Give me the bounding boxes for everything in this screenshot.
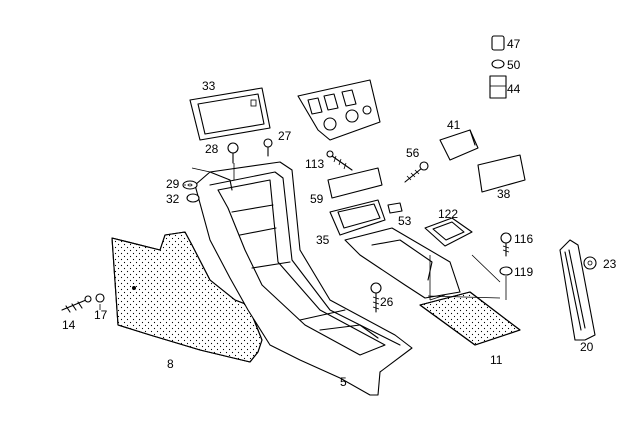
callout-8: 8 (167, 357, 174, 371)
callout-32: 32 (166, 192, 180, 206)
callout-56: 56 (406, 146, 420, 160)
plug-part (387, 202, 403, 214)
callout-44: 44 (507, 82, 521, 96)
callout-122: 122 (438, 207, 458, 221)
callout-41: 41 (447, 118, 461, 132)
bolt-28-part (227, 142, 239, 164)
callout-50: 50 (507, 58, 521, 72)
callout-113: 113 (305, 157, 324, 171)
callout-11: 11 (490, 353, 503, 367)
frame-part (189, 87, 271, 141)
floor-mat-part (419, 291, 521, 346)
callout-119: 119 (514, 265, 533, 279)
bulb-socket-part (491, 35, 505, 51)
callout-116: 116 (514, 232, 533, 246)
callout-38: 38 (497, 187, 511, 201)
washer-29-part (182, 180, 198, 190)
callout-20: 20 (580, 340, 594, 354)
shift-boot-part (424, 217, 473, 247)
callout-59: 59 (310, 192, 324, 206)
callout-35: 35 (316, 233, 330, 247)
sill-trim-part (559, 239, 596, 341)
callout-14: 14 (62, 318, 76, 332)
screw-26-part (370, 282, 382, 313)
callout-33: 33 (202, 79, 216, 93)
cup-holder-part (329, 199, 386, 236)
nut-32-part (186, 193, 200, 203)
switch-block-part (439, 129, 479, 161)
switch-panel-part (297, 79, 381, 141)
screw-116-part (500, 232, 512, 257)
bulb-holder-part (489, 75, 507, 99)
button-cap-part (583, 256, 597, 270)
screw-27-part (263, 138, 273, 157)
callout-28: 28 (205, 142, 219, 156)
clip-119-part (499, 266, 513, 276)
callout-27: 27 (278, 129, 292, 143)
callout-53: 53 (398, 214, 412, 228)
screw-113-part (326, 150, 353, 171)
callout-23: 23 (603, 257, 617, 271)
washer-17-part (95, 293, 105, 303)
callout-5: 5 (340, 375, 347, 389)
screw-14-part (61, 295, 92, 313)
bezel-part (327, 167, 383, 199)
callout-29: 29 (166, 177, 180, 191)
screw-56-part (404, 161, 429, 183)
callout-26: 26 (380, 295, 394, 309)
center-console-part (194, 161, 413, 396)
bulb-ring-part (491, 59, 505, 69)
callout-17: 17 (94, 308, 108, 322)
leader-lines (99, 163, 507, 310)
callout-47: 47 (507, 37, 521, 51)
cover-plate-part (477, 154, 526, 193)
callout-labels: 5 8 11 14 17 20 23 26 27 28 29 32 33 35 … (62, 37, 617, 389)
